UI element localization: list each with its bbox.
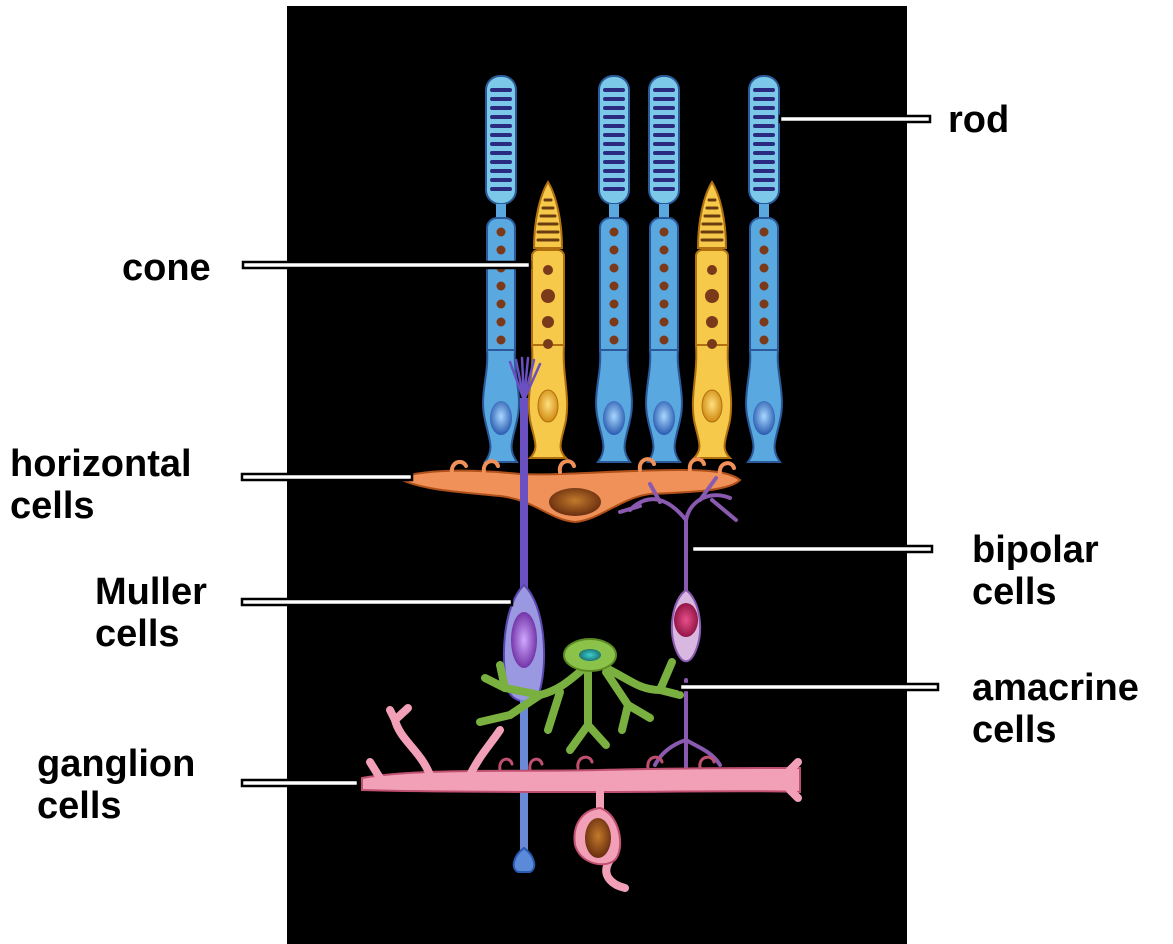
label-bipolar-line2: cells (972, 571, 1057, 613)
rod-mitochondrion (660, 246, 669, 255)
rod-mitochondrion (610, 246, 619, 255)
rod-mitochondrion (610, 300, 619, 309)
rod-mitochondrion (497, 318, 506, 327)
label-muller-line1: Muller (95, 571, 207, 613)
rod-mitochondrion (760, 246, 769, 255)
rod-mitochondrion (760, 300, 769, 309)
rod-mitochondrion (760, 318, 769, 327)
rod-mitochondrion (660, 336, 669, 345)
leader-cone (243, 262, 530, 268)
rod-mitochondrion (497, 300, 506, 309)
rod-mitochondrion (660, 228, 669, 237)
cone-cell-1 (529, 182, 567, 458)
rod-mitochondrion (660, 300, 669, 309)
label-rod: rod (948, 99, 1009, 141)
rod-mitochondrion (497, 246, 506, 255)
leader-rod (780, 116, 930, 122)
rod-mitochondrion (660, 264, 669, 273)
leader-amacrine (680, 684, 938, 690)
rod-mitochondrion (660, 282, 669, 291)
rod-mitochondrion (610, 336, 619, 345)
rod-mitochondrion (497, 282, 506, 291)
label-horizontal-line1: horizontal (10, 443, 192, 485)
rod-mitochondrion (660, 318, 669, 327)
label-ganglion-line1: ganglion (37, 743, 195, 785)
label-amacrine-line1: amacrine (972, 667, 1139, 709)
rod-mitochondrion (610, 318, 619, 327)
leader-horizontal (242, 474, 412, 480)
leader-muller (242, 599, 512, 605)
rod-mitochondrion (497, 228, 506, 237)
label-amacrine-line2: cells (972, 709, 1057, 751)
label-horizontal-line2: cells (10, 485, 95, 527)
leader-bipolar (692, 546, 932, 552)
label-muller-line2: cells (95, 613, 180, 655)
rod-mitochondrion (610, 264, 619, 273)
rod-mitochondrion (610, 282, 619, 291)
rod-mitochondrion (497, 336, 506, 345)
rod-mitochondrion (760, 336, 769, 345)
rod-mitochondrion (760, 228, 769, 237)
label-bipolar-line1: bipolar (972, 529, 1099, 571)
rod-mitochondrion (760, 282, 769, 291)
rod-mitochondrion (760, 264, 769, 273)
cone-cell-2 (693, 182, 731, 458)
label-cone: cone (122, 247, 211, 289)
label-ganglion-line2: cells (37, 785, 122, 827)
leader-ganglion (242, 780, 358, 786)
rod-mitochondrion (610, 228, 619, 237)
